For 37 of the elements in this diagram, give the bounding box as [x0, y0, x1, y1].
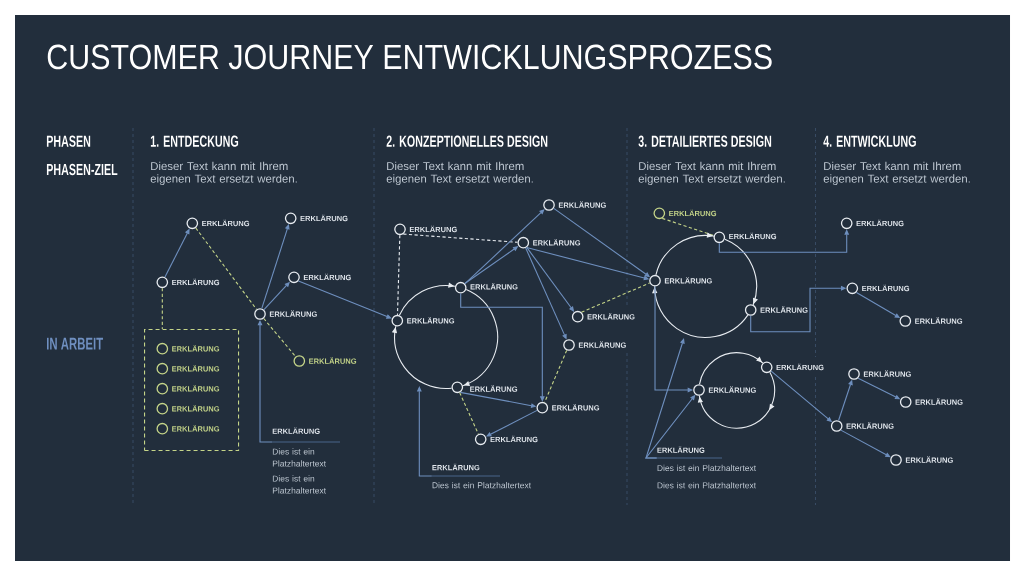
dashed-line [459, 392, 479, 435]
description-text: Dieser Text kann mit Ihrem eigenen Text ersetzt werden. [386, 161, 533, 185]
arrow [645, 338, 685, 459]
dashed-line [402, 233, 518, 243]
annotation-text: Dies ist ein Platzhaltertext [432, 482, 532, 489]
description-text: Dieser Text kann mit Ihrem eigenen Text ersetzt werden. [150, 161, 297, 185]
row-heading: IN ARBEIT [46, 337, 103, 350]
dashed-line [396, 234, 401, 316]
dashed-line [195, 227, 258, 310]
description-text: Dieser Text kann mit Ihrem eigenen Text ersetzt werden. [823, 161, 970, 185]
row-heading: PHASEN-ZIEL [46, 163, 118, 176]
column-heading: 3. DETAILIERTES DESIGN [638, 135, 772, 147]
arrow [486, 409, 538, 437]
dashed-line [661, 217, 715, 236]
annotation-text: Dies ist ein Platzhaltertext Dies ist ein Platzhaltertext [657, 464, 757, 489]
row-heading: PHASEN [46, 135, 91, 147]
dashed-line [580, 282, 651, 313]
dashed-line [263, 317, 297, 358]
cycle-arrow [724, 238, 758, 306]
column-heading: 1. ENTDECKUNG [150, 135, 239, 147]
arrow [297, 280, 392, 319]
column-heading: 2. KONZEPTIONELLES DESIGN [386, 135, 548, 147]
cycle-arrow [398, 282, 456, 316]
arrow [464, 209, 545, 285]
cycle-arrow [698, 352, 764, 385]
column-heading: 4. ENTWICKLUNG [823, 135, 916, 147]
title: CUSTOMER JOURNEY ENTWICKLUNGSPROZESS [47, 44, 772, 70]
arrow [416, 386, 433, 477]
annotation-text: Dies ist ein Platzhaltertext Dies ist ein Platzhaltertext [272, 448, 326, 494]
cycle-arrow [655, 232, 715, 276]
dashed-line [161, 287, 163, 330]
cycle-arrow [391, 325, 453, 390]
cycle-arrow [697, 371, 776, 429]
cycle-arrow [462, 289, 499, 387]
description-text: Dieser Text kann mit Ihrem eigenen Text ersetzt werden. [638, 161, 785, 185]
dashed-box [144, 329, 240, 452]
arrow [840, 429, 891, 458]
